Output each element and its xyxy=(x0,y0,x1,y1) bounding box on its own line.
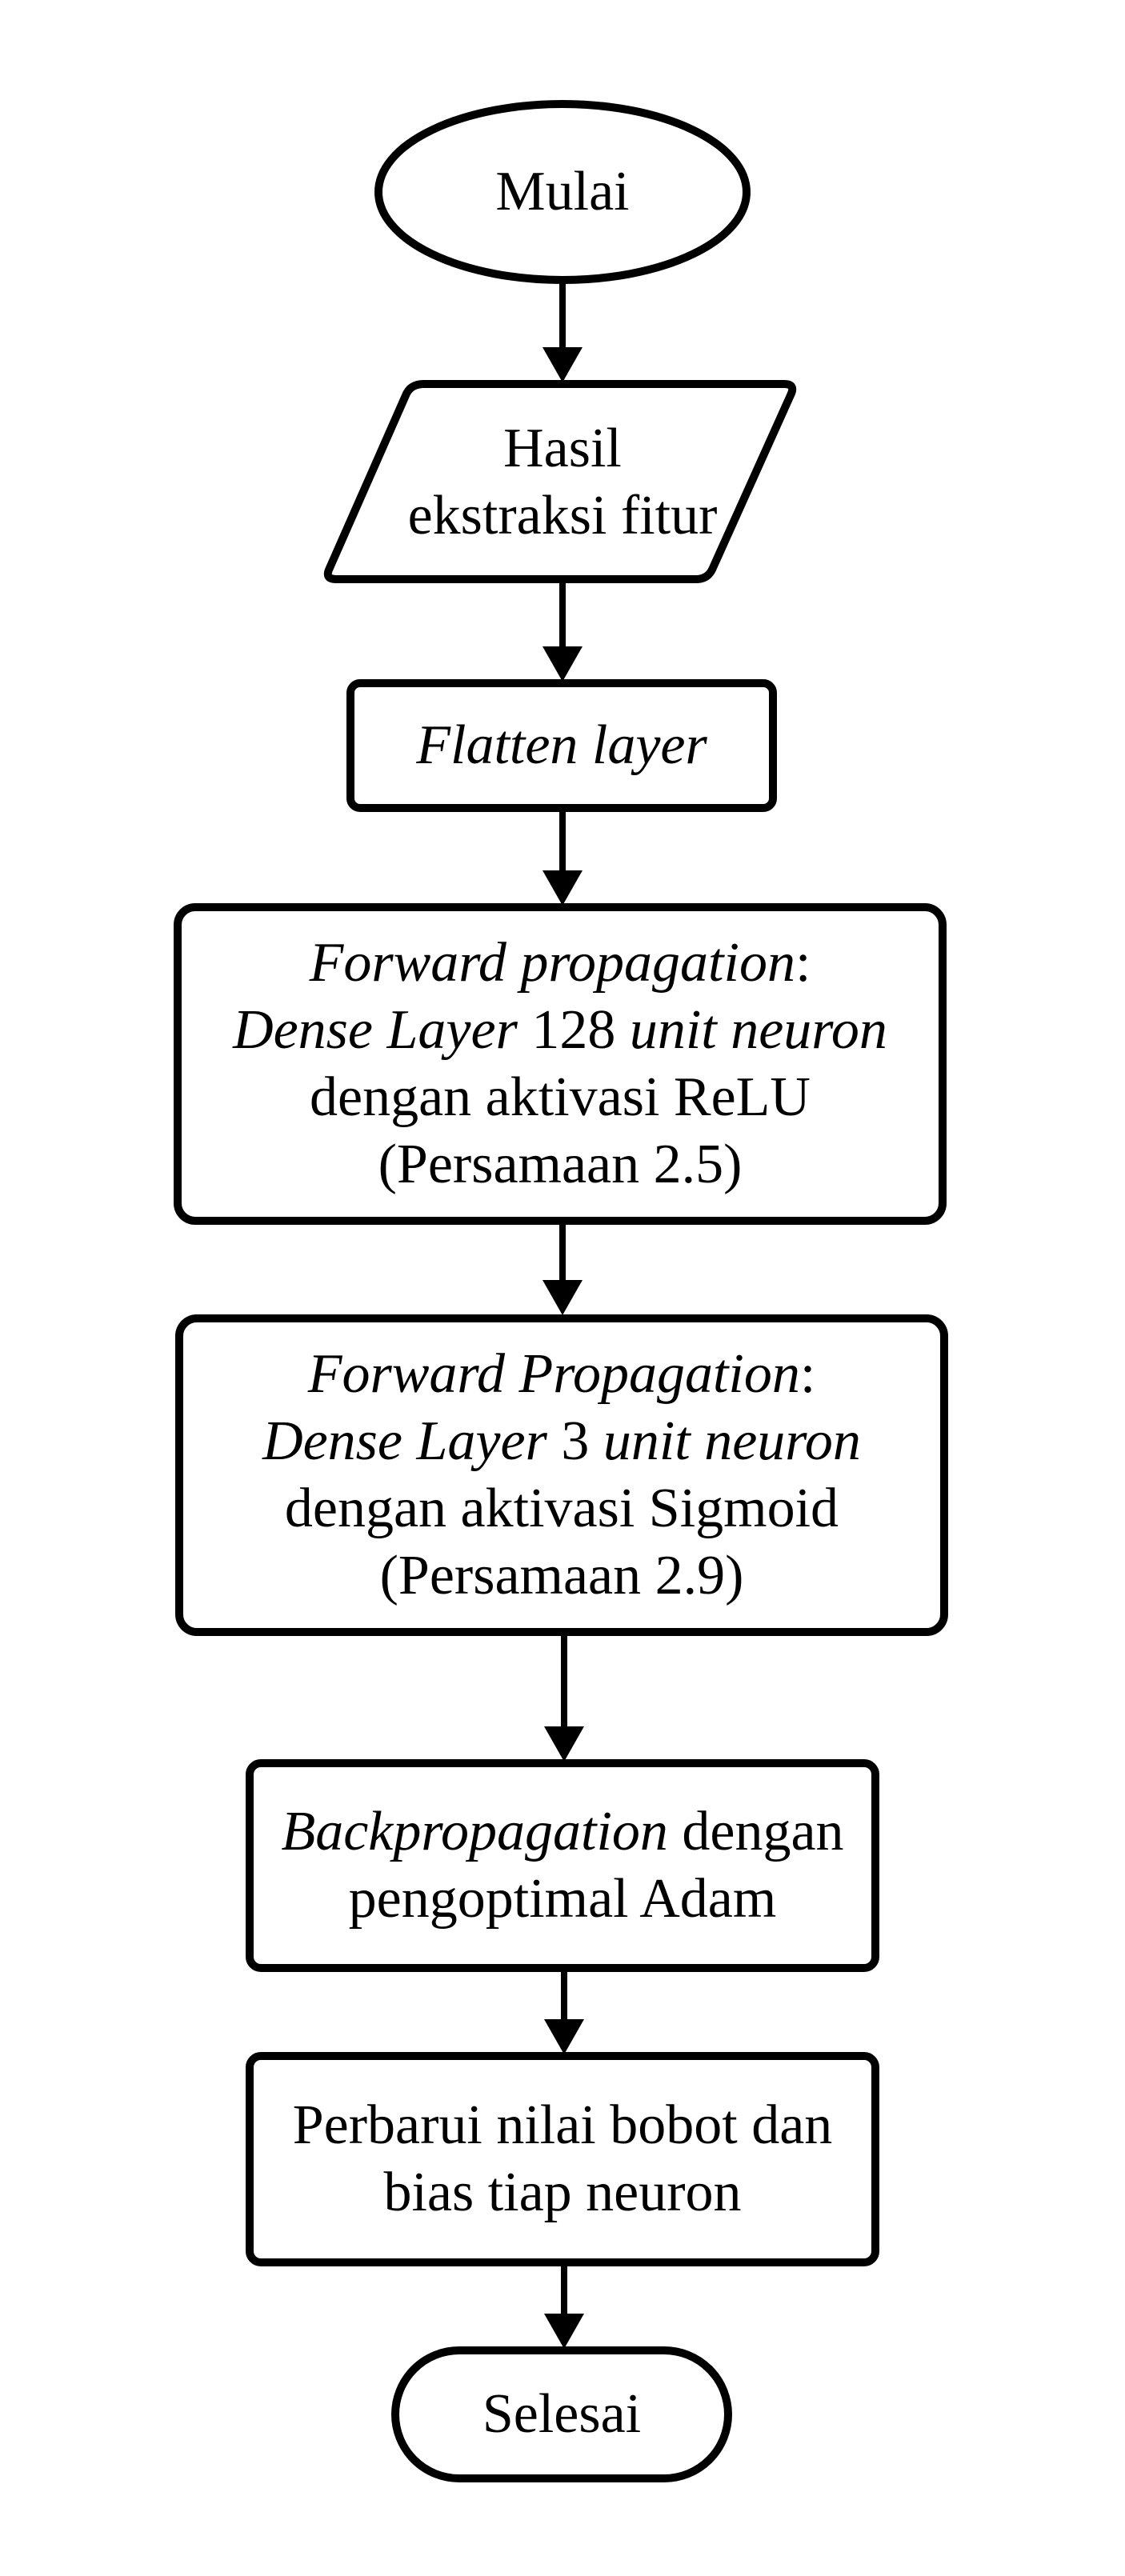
backprop-line-2: pengoptimal Adam xyxy=(348,1868,777,1930)
start-text: Mulai xyxy=(495,161,630,222)
dense1-process-label: Forward propagation: Dense Layer 128 uni… xyxy=(178,907,943,1221)
dense2-line-2-italic-a: Dense Layer xyxy=(262,1410,547,1472)
dense2-line-4: (Persamaan 2.9) xyxy=(379,1545,744,1606)
dense2-process-shape xyxy=(175,1314,948,1636)
backprop-line-1-italic: Backpropagation xyxy=(281,1801,668,1862)
dense2-line-2-plain: 3 xyxy=(546,1410,603,1472)
backprop-line-1-rest: dengan xyxy=(667,1801,844,1862)
arrowhead-1 xyxy=(542,347,583,382)
input-line-2: ekstraksi fitur xyxy=(407,485,718,546)
arrowhead-3 xyxy=(542,870,583,906)
arrowhead-7 xyxy=(544,2314,584,2349)
input-parallelogram-label: Hasil ekstraksi fitur xyxy=(352,414,773,550)
shapes xyxy=(174,100,948,2482)
dense2-line-1-italic: Forward Propagation xyxy=(307,1343,800,1405)
flatten-process-label: Flatten layer xyxy=(350,683,773,808)
update-process-label: Perbarui nilai bobot dan bias tiap neuro… xyxy=(250,2056,875,2262)
dense2-process-label: Forward Propagation: Dense Layer 3 unit … xyxy=(179,1318,944,1632)
dense1-line-1-italic: Forward propagation xyxy=(309,932,795,994)
flatten-process-shape xyxy=(346,679,777,812)
dense1-line-2-italic-a: Dense Layer xyxy=(233,999,518,1061)
update-process-shape xyxy=(246,2052,879,2266)
dense1-line-2-italic-b: unit neuron xyxy=(629,999,887,1061)
dense2-line-2-italic-b: unit neuron xyxy=(603,1410,861,1472)
end-terminator-shape xyxy=(391,2346,732,2482)
update-line-1: Perbarui nilai bobot dan xyxy=(292,2094,833,2156)
dense2-line-3: dengan aktivasi Sigmoid xyxy=(284,1478,839,1539)
dense1-line-2: Dense Layer 128 unit neuron xyxy=(233,997,887,1064)
end-text: Selesai xyxy=(482,2383,642,2445)
dense1-line-2-plain: 128 xyxy=(517,999,630,1061)
dense1-line-1-rest: : xyxy=(795,932,811,994)
arrowhead-6 xyxy=(544,2019,584,2054)
input-parallelogram-shape xyxy=(323,380,797,583)
update-line-2: bias tiap neuron xyxy=(383,2162,742,2223)
arrowhead-2 xyxy=(542,646,583,682)
dense2-line-1-rest: : xyxy=(799,1343,816,1405)
dense1-line-4: (Persamaan 2.5) xyxy=(378,1134,743,1195)
backprop-process-label: Backpropagation dengan pengoptimal Adam xyxy=(250,1763,875,1968)
edges xyxy=(559,280,567,2326)
dense1-line-1: Forward propagation: xyxy=(310,930,811,997)
arrowhead-5 xyxy=(544,1726,584,1762)
dense2-line-2: Dense Layer 3 unit neuron xyxy=(262,1408,861,1475)
backprop-line-1: Backpropagation dengan xyxy=(281,1798,843,1866)
input-line-1: Hasil xyxy=(503,418,622,479)
start-terminator-label: Mulai xyxy=(378,104,747,280)
start-terminator-shape xyxy=(374,100,751,284)
dense2-line-1: Forward Propagation: xyxy=(308,1341,816,1408)
end-terminator-label: Selesai xyxy=(395,2350,728,2478)
backprop-process-shape xyxy=(246,1759,879,1972)
flatten-text: Flatten layer xyxy=(416,714,707,776)
dense1-process-shape xyxy=(174,903,947,1225)
arrowhead-4 xyxy=(542,1280,583,1315)
arrowheads xyxy=(542,347,584,2349)
dense1-line-3: dengan aktivasi ReLU xyxy=(310,1066,811,1128)
